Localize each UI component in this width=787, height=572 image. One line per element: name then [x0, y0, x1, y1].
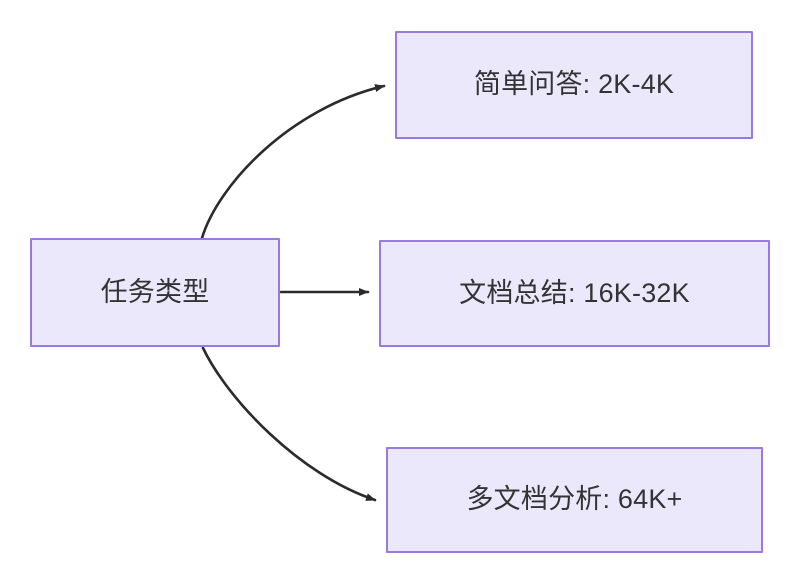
- node-simple-qa[interactable]: 简单问答: 2K-4K: [395, 31, 753, 139]
- edge-source-to-task-1: [200, 84, 386, 240]
- node-task-type[interactable]: 任务类型: [30, 238, 280, 347]
- node-label: 多文档分析: 64K+: [466, 484, 683, 515]
- node-document-summary[interactable]: 文档总结: 16K-32K: [379, 240, 770, 347]
- node-multi-document-analysis[interactable]: 多文档分析: 64K+: [386, 447, 763, 553]
- edge-source-to-task-3: [201, 346, 377, 502]
- node-label: 文档总结: 16K-32K: [459, 277, 690, 308]
- node-label: 简单问答: 2K-4K: [473, 69, 675, 100]
- node-label: 任务类型: [100, 276, 210, 307]
